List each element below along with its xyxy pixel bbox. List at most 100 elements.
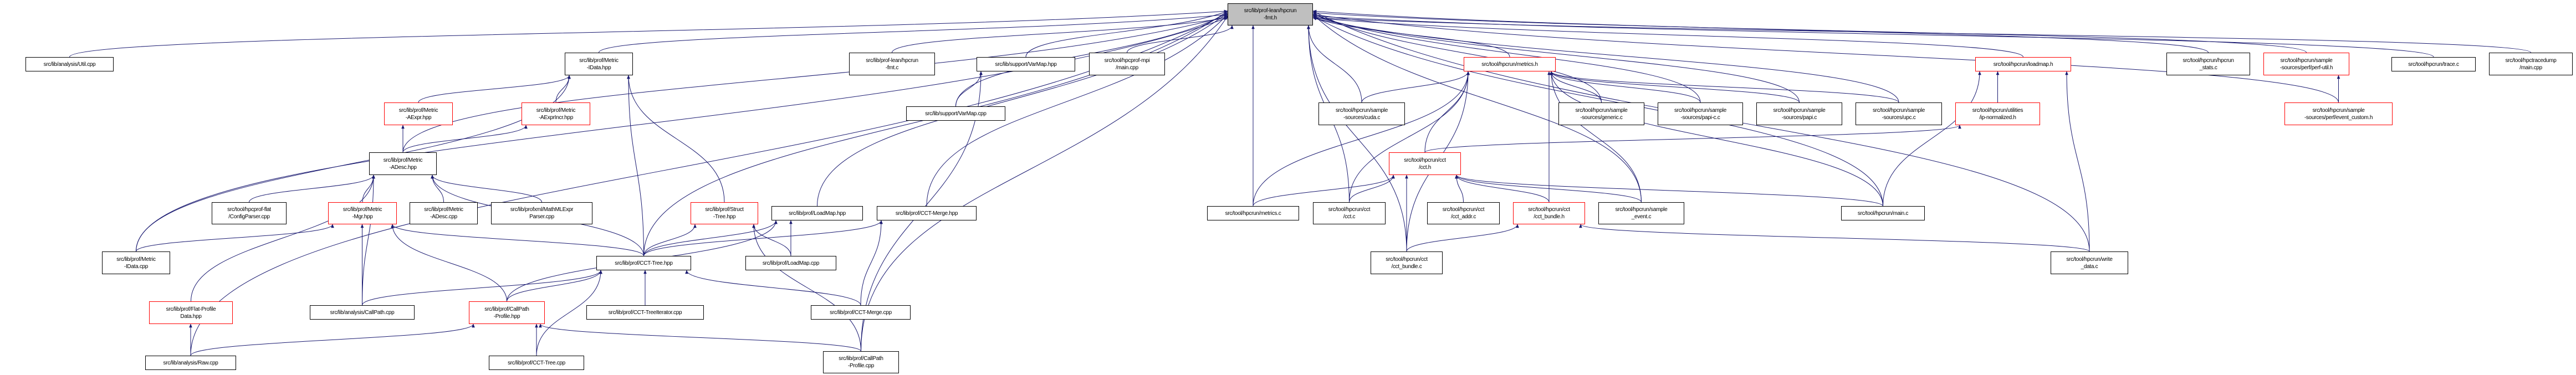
graph-node-adesc-cpp[interactable]: src/lib/prof/Metric -ADesc.cpp: [410, 202, 478, 224]
edge-cpprofile_hpp-to-ccttree_hpp: [507, 270, 602, 302]
graph-node-trace-c[interactable]: src/tool/hpcrun/trace.c: [2391, 57, 2476, 71]
graph-node-tracedump-main[interactable]: src/tool/hpctracedump /main.cpp: [2489, 53, 2573, 75]
graph-node-main-c[interactable]: src/tool/hpcrun/main.c: [1841, 206, 1925, 220]
graph-node-merge-hpp[interactable]: src/lib/prof/CCT-Merge.hpp: [877, 206, 977, 220]
graph-node-raw-cpp[interactable]: src/lib/analysis/Raw.cpp: [145, 356, 236, 370]
graph-node-aexpr-hpp[interactable]: src/lib/prof/Metric -AExpr.hpp: [384, 102, 453, 125]
edge-configparser-to-adesc_hpp: [249, 174, 375, 203]
graph-node-bundle-h[interactable]: src/tool/hpcrun/cct /cct_bundle.h: [1513, 202, 1585, 224]
graph-node-ccttree-hpp[interactable]: src/lib/prof/CCT-Tree.hpp: [596, 256, 691, 270]
graph-node-adesc-hpp[interactable]: src/lib/prof/Metric -ADesc.hpp: [369, 152, 437, 175]
graph-node-cpprofile-hpp[interactable]: src/lib/prof/CallPath -Profile.hpp: [469, 301, 545, 324]
graph-node-writedata-c[interactable]: src/tool/hpcrun/write _data.c: [2051, 251, 2128, 274]
graph-node-metrics-h[interactable]: src/tool/hpcrun/metrics.h: [1464, 57, 1556, 71]
graph-node-sample-event[interactable]: src/tool/hpcrun/sample _event.c: [1598, 202, 1684, 224]
graph-node-stats-c[interactable]: src/tool/hpcrun/hpcrun _stats.c: [2166, 53, 2250, 75]
graph-node-ipnorm-h[interactable]: src/tool/hpcrun/utilities /ip-normalized…: [1955, 102, 2040, 125]
edge-tracedump_main-to-fmt_h: [1312, 16, 2531, 53]
edge-varmap_cpp-to-varmap_hpp: [955, 71, 983, 107]
edge-main_c-to-metrics_h: [1550, 71, 1883, 207]
graph-node-cpprofile-cpp[interactable]: src/lib/prof/CallPath -Profile.cpp: [823, 351, 899, 373]
edge-idata_cpp-to-fmt_h: [136, 17, 1228, 252]
edge-cct_h-to-ipnorm_h: [1424, 125, 1961, 153]
edge-papi_c-to-metrics_h: [1550, 71, 1800, 103]
edge-writedata_c-to-loadmap_h: [2065, 71, 2090, 252]
edge-writedata_c-to-bundle_h: [1579, 224, 2090, 252]
graph-node-papic-c[interactable]: src/tool/hpcrun/sample -sources/papi-c.c: [1658, 102, 1743, 125]
edge-bundle_c-to-fmt_h: [1307, 25, 1407, 252]
edge-metrics_c-to-metrics_h: [1253, 71, 1470, 207]
edge-generic_c-to-metrics_h: [1550, 71, 1602, 103]
graph-node-cct-h[interactable]: src/tool/hpcrun/cct /cct.h: [1389, 152, 1461, 175]
edge-mathml-to-adesc_hpp: [431, 174, 542, 203]
edge-metrics_h-to-fmt_h: [1312, 17, 1510, 58]
edge-idata_hpp-to-fmt_h: [599, 13, 1228, 53]
edge-cpprofile_cpp-to-struct_hpp: [752, 224, 861, 352]
graph-node-struct-hpp[interactable]: src/lib/prof/Struct -Tree.hpp: [691, 202, 758, 224]
edge-aexpr_hpp-to-idata_hpp: [418, 75, 571, 103]
graph-node-loadmap-cpp[interactable]: src/lib/prof/LoadMap.cpp: [745, 256, 836, 270]
edge-callpath_cpp-to-adesc_hpp: [362, 174, 375, 306]
graph-node-perfutil-h[interactable]: src/tool/hpcrun/sample -sources/perf/per…: [2263, 53, 2349, 75]
graph-node-mpi-main[interactable]: src/tool/hpcprof-mpi /main.cpp: [1089, 53, 1165, 75]
graph-node-varmap-hpp[interactable]: src/lib/support/VarMap.hpp: [977, 57, 1075, 71]
edge-loadmap_cpp-to-struct_hpp: [752, 224, 791, 256]
edge-adesc_hpp-to-fmt_h: [402, 15, 1228, 153]
edge-main_c-to-loadmap_h: [1883, 71, 1981, 207]
graph-node-loadmap-h[interactable]: src/tool/hpcrun/loadmap.h: [1975, 57, 2071, 71]
graph-node-cctaddr-c[interactable]: src/tool/hpcrun/cct /cct_addr.c: [1427, 202, 1500, 224]
edge-eventcustom_h-to-fmt_h: [1312, 13, 2339, 103]
graph-node-loadmap-hpp[interactable]: src/lib/prof/LoadMap.hpp: [771, 206, 863, 220]
edge-cuda_c-to-fmt_h: [1307, 25, 1362, 103]
graph-node-treeiter[interactable]: src/lib/prof/CCT-TreeIterator.cpp: [586, 305, 704, 320]
graph-node-util-cpp[interactable]: src/lib/analysis/Util.cpp: [25, 57, 114, 71]
graph-node-upc-c[interactable]: src/tool/hpcrun/sample -sources/upc.c: [1856, 102, 1942, 125]
edge-sample_event-to-metrics_h: [1550, 71, 1642, 203]
edge-struct_hpp-to-idata_hpp: [627, 75, 725, 203]
graph-node-flatprofile[interactable]: src/lib/prof/Flat-Profile Data.hpp: [149, 301, 233, 324]
edge-cpprofile_cpp-to-cpprofile_hpp: [539, 323, 861, 352]
graph-node-callpath-cpp[interactable]: src/lib/analysis/CallPath.cpp: [310, 305, 415, 320]
graph-node-configparser[interactable]: src/tool/hpcprof-flat /ConfigParser.cpp: [212, 202, 287, 224]
edge-bundle_c-to-bundle_h: [1406, 224, 1519, 252]
edge-fmt_c-to-fmt_h: [892, 17, 1228, 53]
graph-node-generic-c[interactable]: src/tool/hpcrun/sample -sources/generic.…: [1558, 102, 1644, 125]
edge-ccttree_hpp-to-struct_hpp: [643, 224, 697, 256]
edge-main_c-to-cct_h: [1455, 174, 1883, 207]
edge-ccttree_hpp-to-idata_hpp: [627, 75, 644, 256]
edge-ccttree_hpp-to-loadmap_hpp: [643, 220, 778, 256]
edge-varmap_hpp-to-fmt_h: [1025, 11, 1228, 58]
graph-node-papi-c[interactable]: src/tool/hpcrun/sample -sources/papi.c: [1756, 102, 1842, 125]
edge-util_cpp-to-fmt_h: [69, 9, 1228, 58]
graph-node-aexprincr-hpp[interactable]: src/lib/prof/Metric -AExprIncr.hpp: [522, 102, 590, 125]
graph-node-ccttree-cpp[interactable]: src/lib/prof/CCT-Tree.cpp: [489, 356, 584, 370]
graph-node-metrics-c[interactable]: src/tool/hpcrun/metrics.c: [1207, 206, 1299, 220]
graph-node-idata-hpp[interactable]: src/lib/prof/Metric -IData.hpp: [565, 53, 633, 75]
graph-node-varmap-cpp[interactable]: src/lib/support/VarMap.cpp: [906, 106, 1005, 121]
graph-node-cct-c[interactable]: src/tool/hpcrun/cct /cct.c: [1313, 202, 1386, 224]
graph-node-eventcustom-h[interactable]: src/tool/hpcrun/sample -sources/perf/eve…: [2284, 102, 2393, 125]
edge-loadmap_h-to-fmt_h: [1312, 16, 2023, 58]
edge-ccttree_hpp-to-merge_hpp: [643, 220, 883, 256]
edge-loadmap_hpp-to-fmt_h: [817, 12, 1228, 207]
graph-node-fmt-h: src/lib/prof-lean/hpcrun -fmt.h: [1228, 3, 1313, 25]
edge-flatprofile-to-adesc_hpp: [191, 174, 375, 302]
edge-merge_cpp-to-merge_hpp: [860, 220, 883, 306]
edge-cct_c-to-cct_h: [1349, 174, 1395, 203]
edge-writedata_c-to-fmt_h: [1312, 11, 2090, 252]
edge-trace_c-to-fmt_h: [1312, 14, 2434, 58]
graph-node-mgr-hpp[interactable]: src/lib/prof/Metric -Mgr.hpp: [328, 202, 397, 224]
graph-node-bundle-c[interactable]: src/tool/hpcrun/cct /cct_bundle.c: [1371, 251, 1443, 274]
edge-sample_event-to-cct_h: [1455, 174, 1642, 203]
edge-cpprofile_cpp-to-fmt_h: [861, 16, 1228, 352]
edge-metrics_c-to-cct_h: [1253, 174, 1395, 207]
graph-node-fmt-c[interactable]: src/lib/prof-lean/hpcrun -fmt.c: [849, 53, 935, 75]
edge-mpi_main-to-fmt_h: [1127, 25, 1234, 53]
edge-upc_c-to-fmt_h: [1312, 17, 1899, 103]
edge-merge_hpp-to-fmt_h: [926, 14, 1228, 207]
graph-node-mathml[interactable]: src/lib/profxml/MathMLExpr Parser.cpp: [491, 202, 592, 224]
graph-node-cuda-c[interactable]: src/tool/hpcrun/sample -sources/cuda.c: [1318, 102, 1405, 125]
graph-node-idata-cpp[interactable]: src/lib/prof/Metric -IData.cpp: [102, 251, 170, 274]
graph-node-merge-cpp[interactable]: src/lib/prof/CCT-Merge.cpp: [811, 305, 911, 320]
